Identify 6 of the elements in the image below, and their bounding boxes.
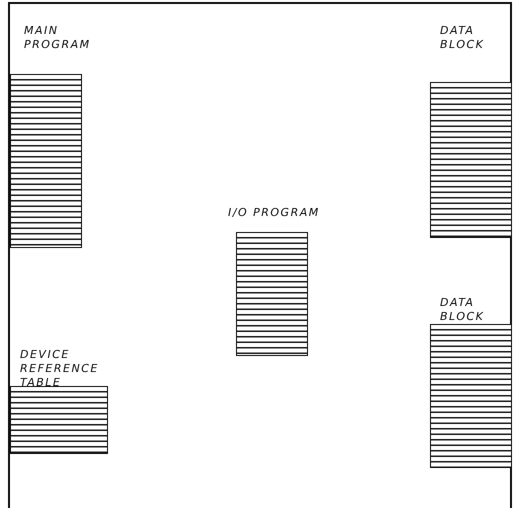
block-label: I/O PROGRAM	[228, 206, 321, 220]
block-label: DATA BLOCK	[440, 24, 486, 52]
block-label: MAIN PROGRAM	[24, 24, 92, 52]
block-label: DATA BLOCK	[440, 296, 486, 324]
memory-frame	[8, 2, 512, 508]
block-label: DEVICE REFERENCE TABLE	[20, 348, 100, 390]
